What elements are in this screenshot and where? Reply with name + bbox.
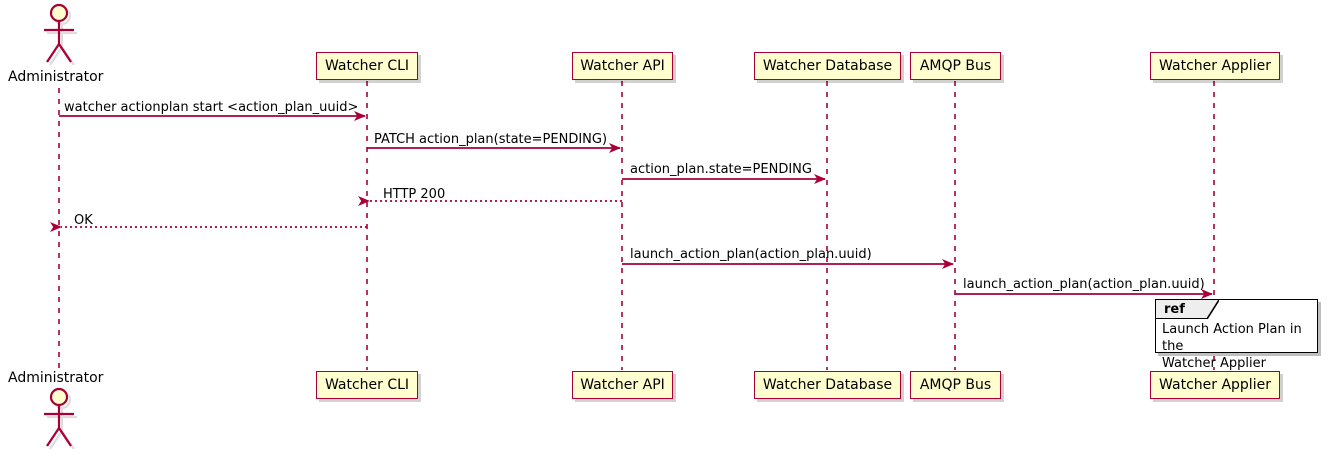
participant-label: AMQP Bus bbox=[919, 58, 992, 74]
participant-watcher-applier-bottom[interactable]: Watcher Applier bbox=[1150, 371, 1280, 399]
ref-fragment-tab-label: ref bbox=[1164, 301, 1185, 317]
participant-amqp-bus-bottom[interactable]: AMQP Bus bbox=[910, 371, 1001, 399]
message-label-2: PATCH action_plan(state=PENDING) bbox=[374, 132, 608, 147]
participant-label: AMQP Bus bbox=[919, 377, 992, 393]
actor-label-administrator-bottom: Administrator bbox=[8, 370, 104, 386]
participant-label: Watcher CLI bbox=[324, 58, 410, 74]
participant-watcher-database-top[interactable]: Watcher Database bbox=[754, 52, 901, 80]
participant-amqp-bus-top[interactable]: AMQP Bus bbox=[910, 52, 1001, 80]
message-arrows bbox=[50, 111, 1213, 299]
participant-watcher-database-bottom[interactable]: Watcher Database bbox=[754, 371, 901, 399]
actor-administrator-top bbox=[44, 3, 77, 66]
participant-watcher-cli-bottom[interactable]: Watcher CLI bbox=[316, 371, 418, 399]
participant-label: Watcher Database bbox=[762, 377, 893, 393]
lifelines bbox=[58, 81, 1215, 370]
message-label-1: watcher actionplan start <action_plan_uu… bbox=[64, 100, 359, 115]
message-label-3: action_plan.state=PENDING bbox=[630, 162, 812, 177]
participant-label: Watcher CLI bbox=[324, 377, 410, 393]
message-label-6: launch_action_plan(action_plan.uuid) bbox=[630, 247, 872, 262]
ref-fragment-line-1: Launch Action Plan in the bbox=[1162, 322, 1302, 354]
message-label-5: OK bbox=[74, 213, 93, 228]
ref-fragment-tab-corner-icon bbox=[1207, 300, 1219, 319]
message-label-7: launch_action_plan(action_plan.uuid) bbox=[963, 277, 1205, 292]
participant-label: Watcher Database bbox=[762, 58, 893, 74]
participant-label: Watcher API bbox=[580, 377, 665, 393]
ref-fragment-tab: ref bbox=[1156, 300, 1208, 319]
actor-label-administrator-top: Administrator bbox=[8, 69, 104, 85]
participant-watcher-cli-top[interactable]: Watcher CLI bbox=[316, 52, 418, 80]
ref-fragment-body: Launch Action Plan in the Watcher Applie… bbox=[1162, 321, 1317, 372]
participant-label: Watcher Applier bbox=[1159, 58, 1271, 74]
participant-label: Watcher Applier bbox=[1159, 377, 1271, 393]
ref-fragment[interactable]: ref Launch Action Plan in the Watcher Ap… bbox=[1155, 299, 1318, 371]
ref-fragment-line-2: Watcher Applier bbox=[1162, 356, 1266, 371]
participant-watcher-applier-top[interactable]: Watcher Applier bbox=[1150, 52, 1280, 80]
participant-watcher-api-bottom[interactable]: Watcher API bbox=[572, 371, 673, 399]
message-label-4: HTTP 200 bbox=[383, 187, 446, 202]
actor-administrator-bottom bbox=[44, 387, 77, 450]
participant-label: Watcher API bbox=[580, 58, 665, 74]
participant-watcher-api-top[interactable]: Watcher API bbox=[572, 52, 673, 80]
